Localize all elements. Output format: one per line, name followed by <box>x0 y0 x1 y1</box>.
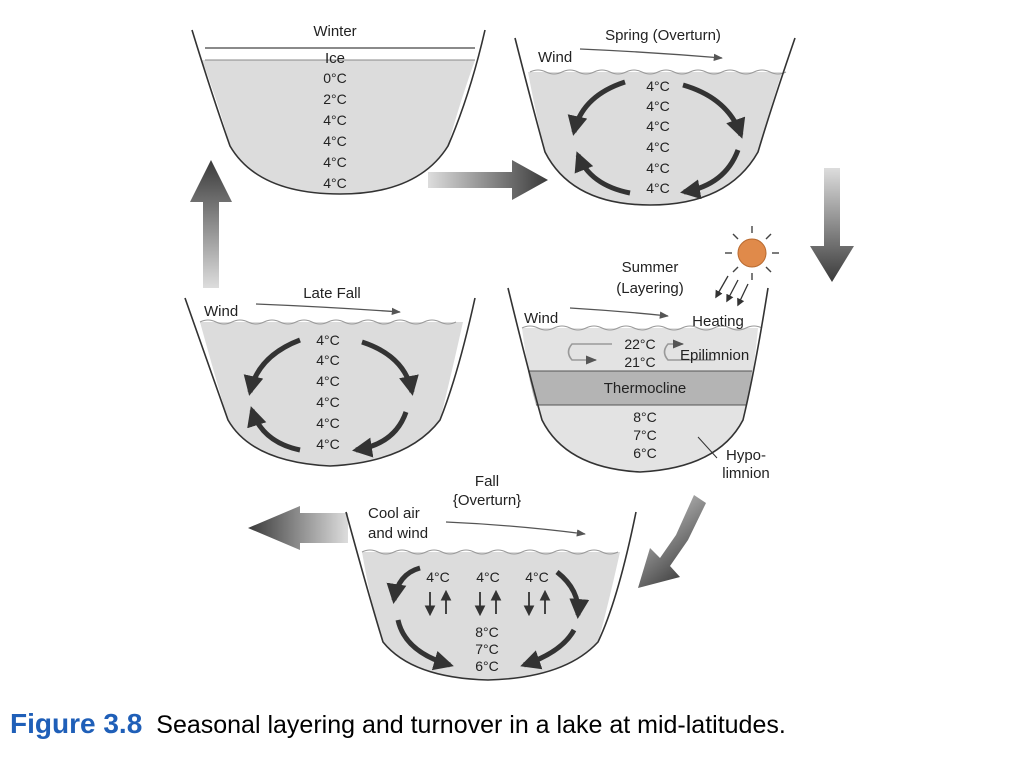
arrow-winter-to-spring <box>428 160 548 200</box>
spring-basin-outline <box>514 37 796 206</box>
winter-water <box>202 60 475 194</box>
latefall-wind-label: Wind <box>204 303 238 320</box>
latefall-wind-arrow <box>255 303 401 316</box>
summer-thermocline-label: Thermocline <box>604 380 687 397</box>
fall-bottom-temp: 7°C <box>475 641 499 657</box>
fall-top-temp: 4°C <box>476 569 500 585</box>
fall-circulation-arrow <box>520 628 577 670</box>
spring-wind-label: Wind <box>538 49 572 66</box>
latefall-temp: 4°C <box>316 415 340 431</box>
spring-temp: 4°C <box>646 118 670 134</box>
fall-bottom-temp: 6°C <box>475 658 499 674</box>
fall-basin-outline <box>345 511 637 681</box>
fall-surface-wave <box>361 549 619 555</box>
fall-mixing-arrows <box>424 589 551 617</box>
latefall-surface-wave <box>199 319 457 325</box>
latefall-circulation-arrow <box>361 339 419 396</box>
latefall-title: Late Fall <box>303 285 361 302</box>
fall-title-line2: {Overturn} <box>453 492 521 509</box>
summer-thermocline-band <box>528 371 752 405</box>
latefall-basin-outline <box>184 297 476 467</box>
fall-top-temp: 4°C <box>426 569 450 585</box>
winter-temp: 4°C <box>323 175 347 191</box>
arrow-spring-to-summer <box>810 168 854 282</box>
summer-hypo-label-line1: Hypo- <box>726 447 766 464</box>
summer-hypolimnion-leader <box>697 436 718 459</box>
figure-caption: Figure 3.8 Seasonal layering and turnover… <box>10 708 1010 752</box>
summer-epilimnion-loop <box>663 339 715 361</box>
summer-surface-wave <box>521 325 763 331</box>
summer-title-line1: Summer <box>622 259 679 276</box>
summer-hypo-label-line2: limnion <box>722 465 770 482</box>
lake-summer: Summer (Layering) Wind Heating 22°C 21°C… <box>507 226 779 482</box>
winter-title: Winter <box>313 23 356 40</box>
fall-wind-label-line1: Cool air <box>368 505 420 522</box>
summer-title-line2: (Layering) <box>616 280 684 297</box>
latefall-temp: 4°C <box>316 436 340 452</box>
sun-ray-arrow <box>726 279 739 303</box>
winter-ice-label: Ice <box>325 50 345 67</box>
winter-basin-outline <box>191 29 486 195</box>
summer-hypo-temp: 7°C <box>633 427 657 443</box>
summer-heating-label: Heating <box>692 313 744 330</box>
sun-icon <box>737 238 767 268</box>
fall-circulation-arrow <box>386 565 421 604</box>
lake-fall: Fall {Overturn} Cool air and wind 4°C 4°… <box>345 473 637 681</box>
arrow-latefall-to-winter <box>190 160 232 288</box>
latefall-circulation-arrow <box>247 406 301 453</box>
fall-circulation-arrow <box>395 619 454 671</box>
spring-temp: 4°C <box>646 78 670 94</box>
winter-temp: 4°C <box>323 112 347 128</box>
spring-temp: 4°C <box>646 180 670 196</box>
figure-number: Figure 3.8 <box>10 708 143 739</box>
lake-winter: Winter Ice 0°C 2°C 4°C 4°C 4°C 4°C <box>191 23 486 195</box>
latefall-temp: 4°C <box>316 373 340 389</box>
summer-wind-label: Wind <box>524 310 558 327</box>
spring-temp: 4°C <box>646 160 670 176</box>
summer-epi-temp: 21°C <box>624 354 655 370</box>
spring-wind-arrow <box>579 48 723 61</box>
spring-circulation-arrow <box>567 79 626 136</box>
sun-ray-arrow <box>715 275 729 299</box>
fall-circulation-arrow <box>555 570 590 619</box>
arrow-fall-to-latefall <box>248 506 348 550</box>
winter-temp: 2°C <box>323 91 347 107</box>
winter-temp: 4°C <box>323 133 347 149</box>
summer-epilimnion-label: Epilimnion <box>680 347 749 364</box>
fall-title-line1: Fall <box>475 473 499 490</box>
lake-seasonal-cycle-diagram: Winter Ice 0°C 2°C 4°C 4°C 4°C 4°C Sprin… <box>184 23 854 681</box>
summer-wind-arrow <box>569 307 669 319</box>
latefall-circulation-arrow <box>243 337 301 396</box>
spring-surface-wave <box>529 69 787 75</box>
summer-epi-temp: 22°C <box>624 336 655 352</box>
latefall-temp: 4°C <box>316 352 340 368</box>
spring-temp: 4°C <box>646 98 670 114</box>
summer-hypo-temp: 6°C <box>633 445 657 461</box>
fall-bottom-temp: 8°C <box>475 624 499 640</box>
fall-wind-label-line2: and wind <box>368 525 428 542</box>
figure-caption-text: Seasonal layering and turnover in a lake… <box>156 711 786 739</box>
summer-basin-outline <box>507 287 769 473</box>
arrow-summer-to-fall <box>638 495 706 588</box>
summer-hypo-temp: 8°C <box>633 409 657 425</box>
spring-circulation-arrow <box>682 82 746 139</box>
spring-title: Spring (Overturn) <box>605 27 721 44</box>
sun-rays <box>725 226 779 280</box>
winter-temp: 0°C <box>323 70 347 86</box>
latefall-temp: 4°C <box>316 332 340 348</box>
fall-top-temp: 4°C <box>525 569 549 585</box>
summer-epilimnion-loop <box>567 343 612 365</box>
lake-late-fall: Late Fall Wind 4°C 4°C 4°C 4°C 4°C 4°C <box>184 285 476 467</box>
latefall-circulation-arrow <box>352 411 409 458</box>
winter-temp: 4°C <box>323 154 347 170</box>
spring-circulation-arrow <box>574 151 631 196</box>
fall-wind-arrow <box>445 521 586 537</box>
latefall-temp: 4°C <box>316 394 340 410</box>
spring-temp: 4°C <box>646 139 670 155</box>
spring-circulation-arrow <box>680 149 741 200</box>
sun-ray-arrow <box>737 283 749 307</box>
lake-spring: Spring (Overturn) Wind 4°C 4°C 4°C 4°C 4… <box>514 27 796 206</box>
